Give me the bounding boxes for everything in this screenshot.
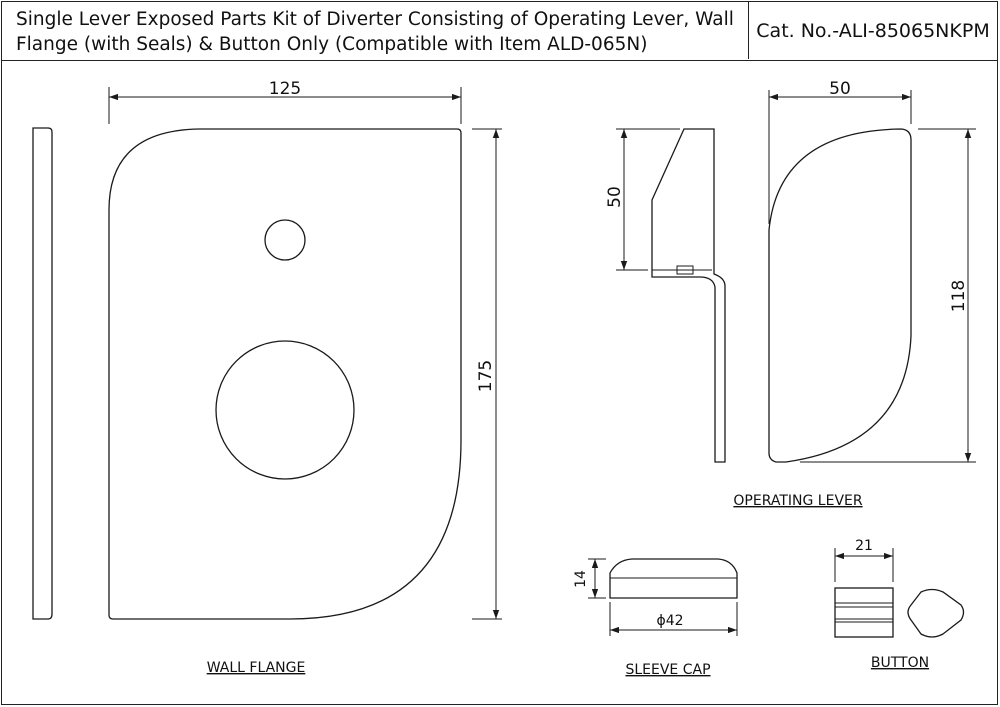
button-side-outline bbox=[834, 587, 894, 638]
drawing-title: Single Lever Exposed Parts Kit of Divert… bbox=[16, 7, 736, 57]
lever-side-outline bbox=[651, 128, 726, 463]
sleeve-cap-label: SLEEVE CAP bbox=[625, 662, 710, 678]
button-front-outline bbox=[907, 588, 965, 638]
lever-front-outline bbox=[768, 128, 912, 463]
title-line-2: Flange (with Seals) & Button Only (Compa… bbox=[16, 34, 648, 55]
wall-flange-label: WALL FLANGE bbox=[207, 660, 306, 676]
button-width-label: 21 bbox=[855, 538, 873, 554]
button-hole bbox=[264, 219, 306, 261]
wall-flange-outline bbox=[108, 128, 462, 620]
spindle-hole bbox=[215, 340, 355, 480]
sleeve-cap-outline bbox=[609, 558, 738, 599]
button-view bbox=[834, 548, 965, 638]
lever-front-height-label: 118 bbox=[949, 280, 969, 312]
sleeve-cap-diameter-label: ϕ42 bbox=[656, 613, 683, 629]
wall-flange-view bbox=[32, 87, 502, 620]
title-line-1: Single Lever Exposed Parts Kit of Divert… bbox=[16, 9, 734, 30]
wall-flange-height-label: 175 bbox=[476, 360, 496, 392]
lever-front-width-label: 50 bbox=[829, 79, 851, 99]
operating-lever-front-view bbox=[768, 90, 976, 463]
sleeve-cap-height-label: 14 bbox=[573, 570, 589, 588]
operating-lever-side-view bbox=[616, 128, 726, 463]
wall-flange-width-label: 125 bbox=[269, 79, 301, 99]
wall-flange-side-profile bbox=[32, 127, 53, 620]
lever-side-height-label: 50 bbox=[605, 186, 625, 208]
title-block: Single Lever Exposed Parts Kit of Divert… bbox=[1, 1, 998, 61]
button-label: BUTTON bbox=[871, 655, 929, 671]
catalog-number: Cat. No.-ALI-85065NKPM bbox=[748, 2, 997, 59]
sleeve-cap-view bbox=[588, 558, 738, 636]
operating-lever-label: OPERATING LEVER bbox=[733, 493, 862, 509]
